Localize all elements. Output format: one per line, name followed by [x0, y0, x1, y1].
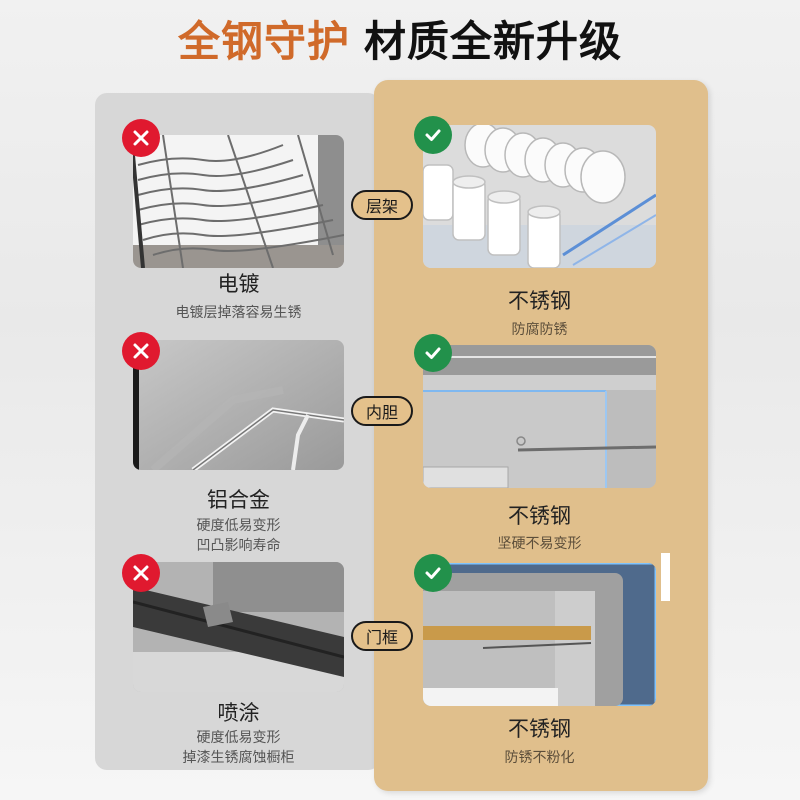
good-material-name: 不锈钢: [508, 717, 571, 741]
x-icon: [122, 119, 160, 157]
check-icon: [414, 554, 452, 592]
bad-material-name: 电镀: [217, 272, 260, 296]
bad-material-name: 喷涂: [217, 701, 260, 725]
good-material-desc: 防锈不粉化: [504, 750, 575, 766]
bad-material-desc: 电镀层掉落容易生锈: [175, 305, 302, 321]
check-icon: [414, 334, 452, 372]
good-material-name: 不锈钢: [508, 289, 571, 313]
electroplated-rack-image: [133, 135, 344, 268]
bad-material-desc-line2: 凹凸影响寿命: [196, 538, 281, 554]
check-icon: [414, 116, 452, 154]
decorative-bar: [661, 553, 670, 601]
x-icon: [122, 554, 160, 592]
part-label-shelf: 层架: [351, 190, 413, 220]
bad-material-desc-line1: 硬度低易变形: [196, 518, 281, 534]
bad-material-name: 铝合金: [207, 488, 270, 512]
stainless-door-frame-image: [423, 563, 656, 706]
part-label-door-frame: 门框: [351, 621, 413, 651]
good-material-desc: 防腐防锈: [511, 322, 568, 338]
title-main: 材质全新升级: [364, 17, 623, 66]
aluminum-alloy-image: [133, 340, 344, 470]
part-label-inner-tank: 内胆: [351, 396, 413, 426]
spray-coated-frame-image: [133, 562, 344, 692]
good-material-desc: 坚硬不易变形: [497, 536, 582, 552]
stainless-inner-tank-image: [423, 345, 656, 488]
bad-material-desc-line1: 硬度低易变形: [196, 730, 281, 746]
x-icon: [122, 332, 160, 370]
stainless-rack-image: [423, 125, 656, 268]
page-title: 全钢守护材质全新升级: [0, 14, 800, 70]
good-material-name: 不锈钢: [508, 504, 571, 528]
title-accent: 全钢守护: [177, 17, 350, 66]
bad-material-desc-line2: 掉漆生锈腐蚀橱柜: [182, 750, 295, 766]
